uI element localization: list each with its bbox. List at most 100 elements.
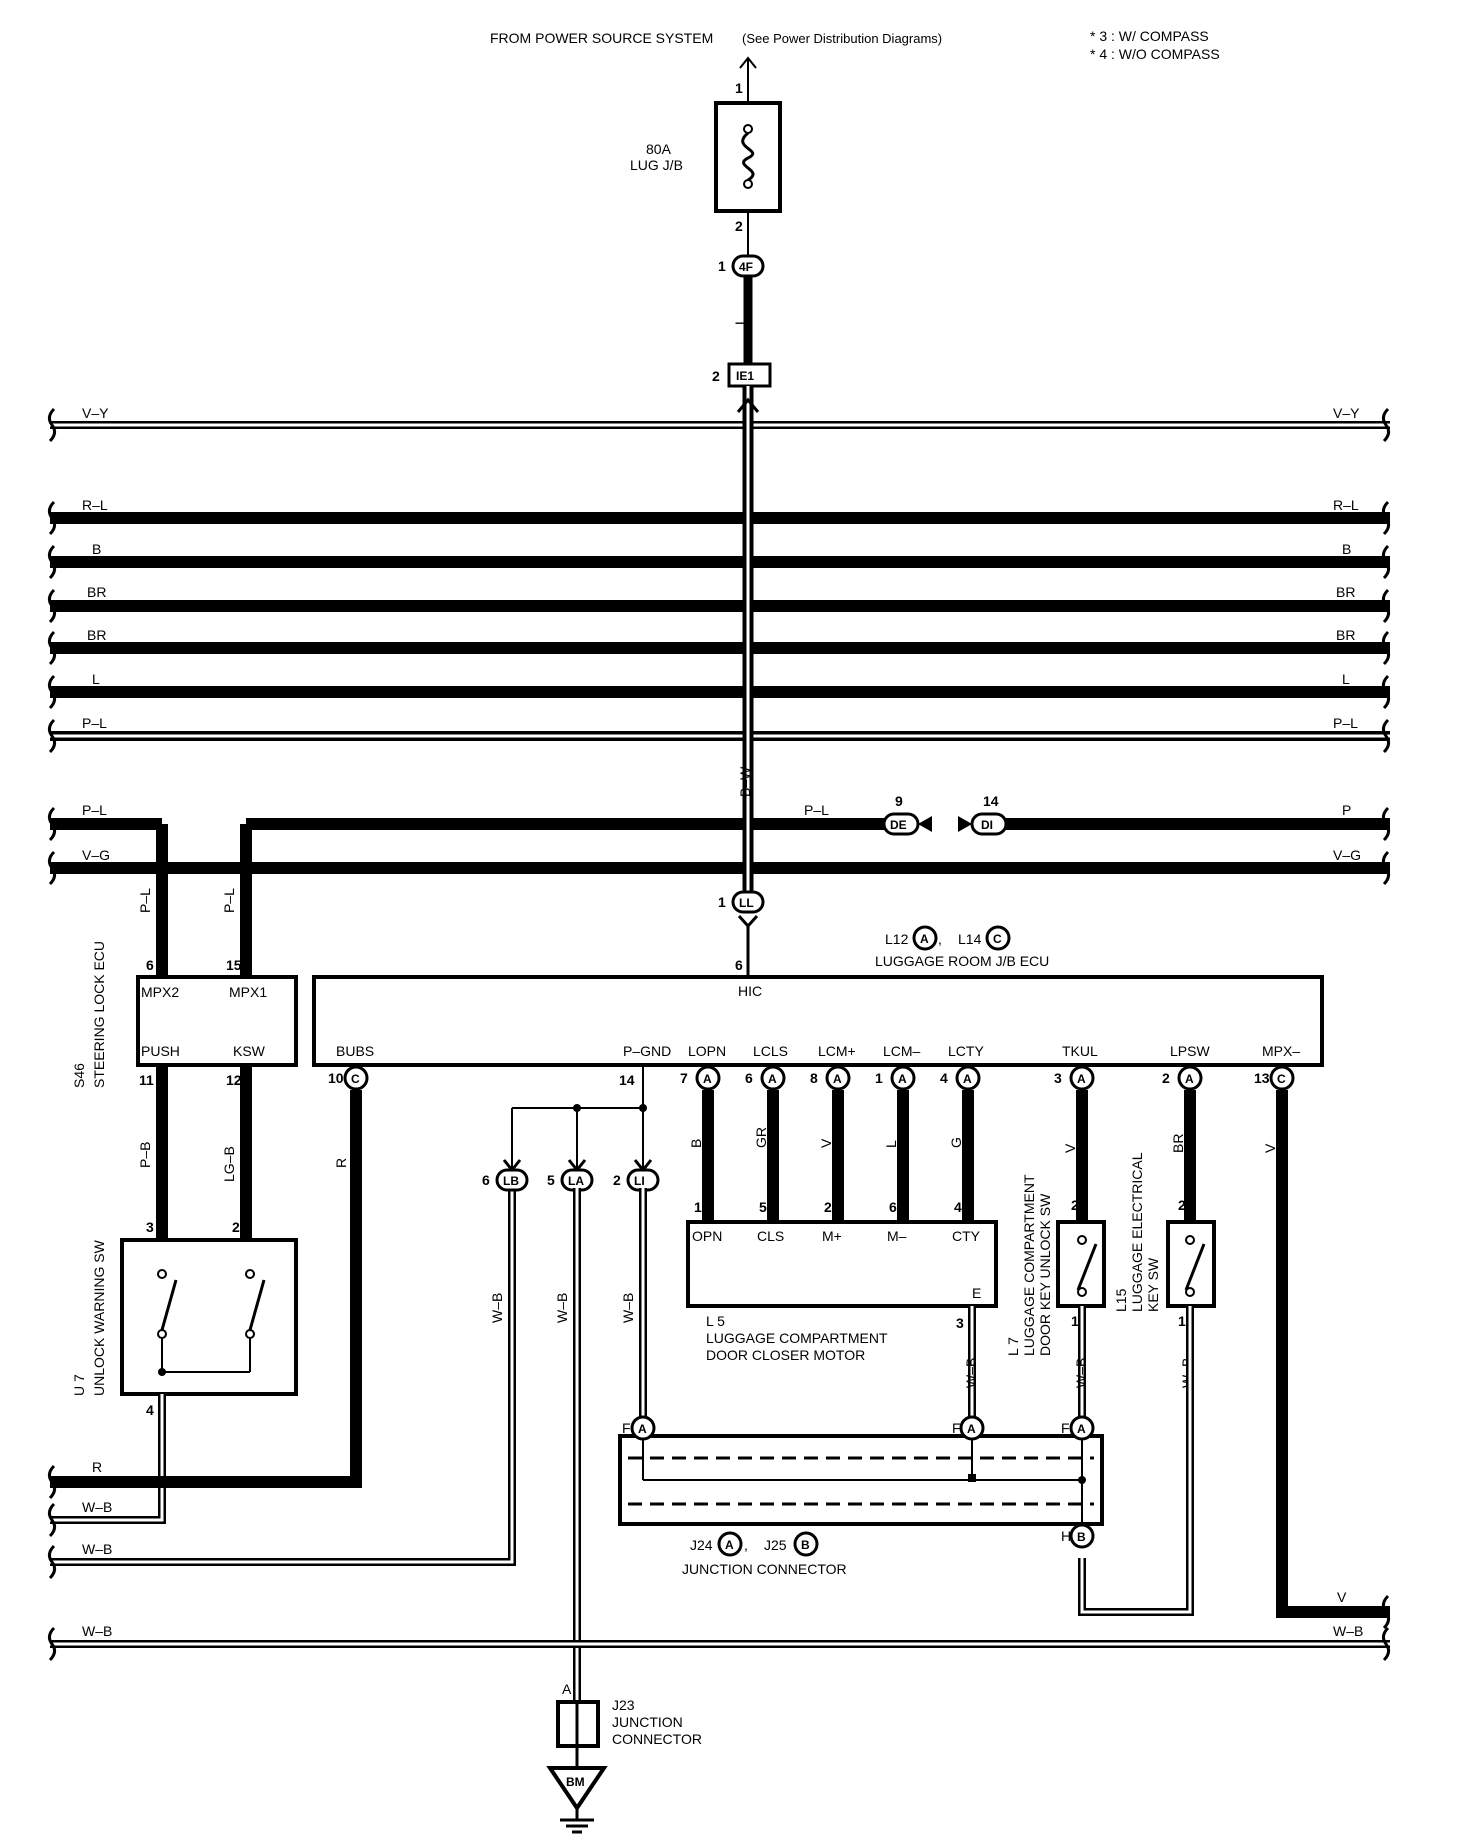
ecu-conn-a: A (920, 932, 929, 946)
ecu-terminal-conn: C (351, 1072, 360, 1086)
motor-terminal-2: 2M+ (822, 1199, 842, 1244)
motor-name2: DOOR CLOSER MOTOR (706, 1347, 865, 1363)
ecu-terminal-conn: A (768, 1072, 777, 1086)
ecu-terminal-pin: 7 (680, 1070, 688, 1086)
bus-v-y-left: V–Y (82, 405, 109, 421)
bus-wire-wb-bottom: W–B W–B (50, 1623, 1390, 1648)
bus-br1-right: BR (1336, 584, 1355, 600)
ground-bm-label: BM (566, 1775, 585, 1789)
ecu-terminal-label: LCTY (948, 1043, 984, 1059)
motor-terminal-3: 6M– (887, 1199, 907, 1244)
pgnd-pin: 14 (619, 1072, 635, 1088)
ecu-terminal-label: LCM– (883, 1043, 921, 1059)
unlock-pin2: 2 (232, 1219, 240, 1235)
pgnd-network: 14 (502, 1065, 653, 1173)
motor-terminal-pin: 6 (889, 1199, 897, 1215)
unlock-pin3: 3 (146, 1219, 154, 1235)
steering-pin12: 12 (226, 1072, 242, 1088)
steering-mpx1: MPX1 (229, 984, 267, 1000)
junction-f2-conn: A (967, 1422, 976, 1436)
bus-wire-b: B B (50, 541, 1390, 568)
l15-id: L15 (1113, 1288, 1129, 1312)
ecu-terminal-pin: 6 (745, 1070, 753, 1086)
connector-ie1-label: IE1 (736, 369, 754, 383)
motor-terminal-label: OPN (692, 1228, 722, 1244)
wire-bubs-r-label: R (333, 1158, 349, 1168)
bus-p-l2-label: P–L (82, 802, 107, 818)
power-source-label: FROM POWER SOURCE SYSTEM (490, 30, 713, 46)
ground-connector-wire: W–B (489, 1293, 505, 1323)
motor-e-label: E (972, 1285, 981, 1301)
bus-wire-r-l: R–L R–L (50, 497, 1390, 524)
ecu-terminal-label: BUBS (336, 1043, 374, 1059)
motor-terminal-pin: 2 (824, 1199, 832, 1215)
bus-wire-v-y: V–Y V–Y (50, 405, 1390, 429)
motor-terminal-label: M– (887, 1228, 907, 1244)
ecu-terminal-4: LCM+A8V (810, 1043, 856, 1222)
junction-h: H (1061, 1528, 1071, 1544)
connector-4f-pin: 1 (718, 258, 726, 274)
fuse-pin-out: 2 (735, 218, 743, 234)
junction-h-conn: B (1077, 1530, 1086, 1544)
ecu-terminal-wire: L (883, 1140, 899, 1148)
unlock-name: UNLOCK WARNING SW (91, 1239, 107, 1396)
connector-ll-label: LL (739, 896, 754, 910)
junction-f3-conn: A (1077, 1422, 1086, 1436)
j23-name1: JUNCTION (612, 1714, 683, 1730)
ecu-terminal-label: TKUL (1062, 1043, 1098, 1059)
bus-v-y-right: V–Y (1333, 405, 1360, 421)
wire-mpx-minus-v: V (1276, 1090, 1390, 1618)
steering-push: PUSH (141, 1043, 180, 1059)
steering-wire-lgb: LG–B (221, 1146, 237, 1182)
l15-pin2: 2 (1178, 1197, 1186, 1213)
ecu-terminal-label: LPSW (1170, 1043, 1210, 1059)
wire-l-label: L (732, 317, 748, 325)
fuse-pin-in: 1 (735, 80, 743, 96)
ground-connector-label: LI (634, 1174, 645, 1188)
ecu-id2: L14 (958, 931, 982, 947)
ecu-terminal-label: LCM+ (818, 1043, 856, 1059)
motor-id: L 5 (706, 1313, 725, 1329)
ecu-terminal-conn: A (1185, 1072, 1194, 1086)
ecu-terminal-pin: 13 (1254, 1070, 1270, 1086)
ecu-terminal-wire: V (818, 1138, 834, 1148)
wire-p-l-mid-label: P–L (804, 802, 829, 818)
ecu-hic-pin: 6 (735, 957, 743, 973)
ecu-terminal-label: P–GND (623, 1043, 671, 1059)
motor-terminal-pin: 4 (954, 1199, 962, 1215)
connector-4f-label: 4F (739, 260, 753, 274)
unlock-warning-switch: 3 2 4 U 7 UNLOCK WARNING SW (71, 1219, 298, 1418)
ecu-terminal-pin: 2 (1162, 1070, 1170, 1086)
bus-br2-left: BR (87, 627, 106, 643)
l15-name1: LUGGAGE ELECTRICAL (1129, 1152, 1145, 1312)
junction-c1: A (725, 1538, 734, 1552)
l15-pin1: 1 (1178, 1313, 1186, 1329)
bus-wire-br-2: BR BR (50, 627, 1390, 654)
connector-de-pin: 9 (895, 793, 903, 809)
steering-ksw: KSW (233, 1043, 266, 1059)
bus-p-l-right: P–L (1333, 715, 1358, 731)
ground-connector-pin: 5 (547, 1172, 555, 1188)
l7-wire: W–B (1073, 1358, 1089, 1388)
l15-name2: KEY SW (1145, 1257, 1161, 1312)
connector-di: DI 14 (958, 793, 1008, 836)
motor-e-pin: 3 (956, 1315, 964, 1331)
wire-bubs-r: R R (50, 1090, 362, 1488)
connector-ll-pin: 1 (718, 894, 726, 910)
bus-wire-p-l-2: P–L (50, 802, 162, 830)
junction-connector-j24-j25: A F A F A F B H J24 A , J25 B JUNCTION C… (618, 1415, 1104, 1577)
unlock-id: U 7 (71, 1374, 87, 1396)
ecu-hic-label: HIC (738, 983, 762, 999)
fuse-rating: 80A (646, 141, 672, 157)
bus-l-right: L (1342, 671, 1350, 687)
steering-pin6: 6 (146, 957, 154, 973)
ground-connector-label: LB (503, 1174, 519, 1188)
bus-wb3-left: W–B (82, 1623, 112, 1639)
